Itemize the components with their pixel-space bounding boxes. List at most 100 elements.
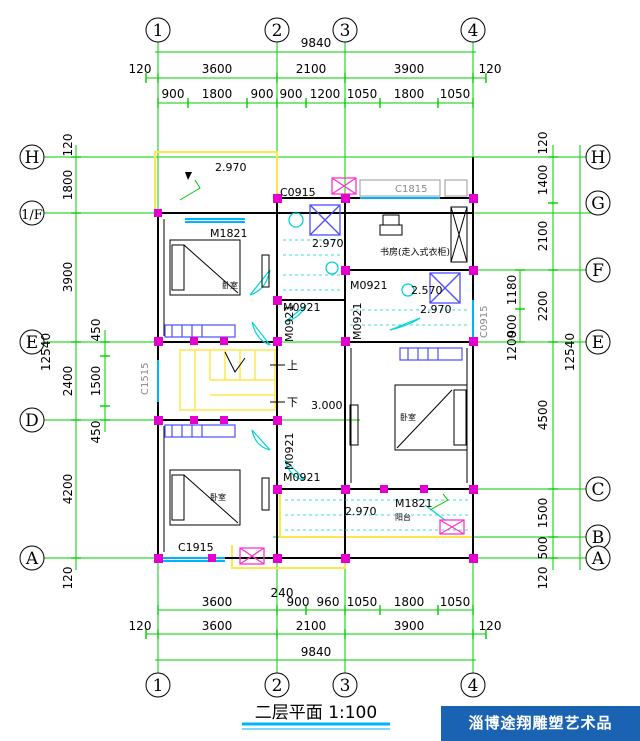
top-dimension-labels: 9840 120 3600 2100 3900 120 900 1800 900… (129, 36, 502, 101)
axis-bottom-3: 3 (340, 676, 351, 696)
bottom-r2-4: 120 (479, 619, 502, 633)
dimension-lines (75, 51, 581, 661)
top-r3-4: 1200 (310, 87, 341, 101)
axis-bottom-2: 2 (272, 676, 283, 696)
window-c1815: C1815 (395, 184, 427, 195)
window-labels: C0915 C1815 C1515 C1915 C0915 (140, 184, 490, 554)
walls (157, 157, 474, 559)
axis-bubbles-bottom: 1 2 3 4 (145, 672, 486, 698)
door-m0921-e: M0921 (351, 303, 364, 341)
axis-left-h: H (25, 148, 40, 168)
watermark-banner: 淄博途翔雕塑艺术品 (441, 706, 640, 741)
right-outer-7: 120 (536, 567, 550, 590)
left-dimension-labels: 120 1800 3900 2400 4200 120 450 1500 450… (39, 134, 103, 590)
axis-top-1: 1 (153, 21, 164, 41)
elev-balcony-bottom: 2.970 (345, 505, 377, 518)
window-c0915-top: C0915 (280, 186, 316, 199)
axis-left-a: A (25, 549, 39, 569)
right-inner-2: 1200 (505, 331, 519, 362)
axis-bottom-1: 1 (153, 676, 164, 696)
bottom-r3-1: 900 (287, 595, 310, 609)
top-r3-6: 1800 (394, 87, 425, 101)
stair-down: 下 (287, 396, 298, 409)
right-outer-2: 2100 (536, 221, 550, 252)
right-outer-1: 1400 (536, 165, 550, 196)
columns (154, 194, 478, 563)
left-outer-3: 2400 (61, 366, 75, 397)
left-inner-2: 450 (89, 421, 103, 444)
stair-arrows (224, 351, 285, 403)
label-bed-mid: 卧室 (400, 412, 416, 422)
window-frame (359, 179, 468, 197)
elev-bath-right2: 2.970 (420, 303, 452, 316)
bottom-r2-3: 3900 (394, 619, 425, 633)
door-m0921-a: M0921 (283, 301, 321, 314)
stair (179, 349, 276, 411)
right-inner-1: 900 (505, 315, 519, 338)
axis-bubbles-left: H 1/F E D A (19, 144, 45, 571)
top-r2-3: 3900 (394, 62, 425, 76)
axis-bottom-4: 4 (468, 676, 479, 696)
door-m0921-f: M0921 (283, 433, 296, 471)
window-c1915: C1915 (178, 541, 214, 554)
top-r3-1: 1800 (202, 87, 233, 101)
furniture (169, 206, 468, 526)
axis-left-d: D (25, 411, 39, 431)
left-total: 12540 (39, 333, 53, 371)
door-labels: M1821 M0921 M0921 M0921 M0921 M0921 M092… (210, 227, 433, 510)
axis-bubbles-top: 1 2 3 4 (145, 17, 486, 43)
bottom-r2-1: 3600 (202, 619, 233, 633)
slope-arrows (179, 179, 449, 511)
bottom-r3-3: 1050 (347, 595, 378, 609)
elev-stair: 3.000 (311, 399, 343, 412)
bottom-r3-5: 1050 (440, 595, 471, 609)
axis-right-c: C (591, 480, 604, 500)
top-total: 9840 (301, 36, 332, 50)
wardrobes (164, 324, 463, 438)
door-m1821-bottom: M1821 (395, 497, 433, 510)
left-outer-2: 3900 (61, 262, 75, 293)
right-outer-3: 2200 (536, 291, 550, 322)
axis-left-1f: 1/F (21, 208, 43, 223)
left-outer-5: 120 (61, 567, 75, 590)
bottom-r3-0: 3600 (202, 595, 233, 609)
window-c1515: C1515 (140, 363, 151, 395)
axis-right-a: A (591, 549, 605, 569)
label-bed-bottom: 卧室 (210, 492, 226, 502)
room-labels: 2.970 2.970 2.570 2.970 3.000 2.970 书房(走… (210, 161, 452, 522)
axis-right-e: E (592, 333, 604, 353)
floor-hatch (283, 239, 470, 531)
label-study: 书房(走入式衣柜) (380, 246, 450, 258)
left-inner-0: 450 (89, 319, 103, 342)
right-dimension-labels: 120 1400 2100 2200 4500 1500 500 120 118… (505, 132, 577, 590)
stair-up: 上 (287, 359, 298, 372)
axis-right-h: H (591, 148, 606, 168)
right-outer-6: 500 (536, 537, 550, 560)
right-total: 12540 (563, 333, 577, 371)
left-outer-1: 1800 (61, 170, 75, 201)
bath-fixtures (239, 177, 465, 565)
label-bed-top: 卧室 (222, 280, 238, 290)
bottom-r2-2: 2100 (296, 619, 327, 633)
axis-left-e: E (26, 333, 38, 353)
door-m0921-d: M0921 (283, 305, 296, 343)
axis-top-3: 3 (340, 21, 351, 41)
bottom-r3-2: 960 (317, 595, 340, 609)
elev-balcony-top: 2.970 (215, 161, 247, 174)
left-inner-1: 1500 (89, 366, 103, 397)
right-outer-5: 1500 (536, 498, 550, 529)
window-c0915-right: C0915 (479, 306, 490, 338)
bottom-total: 9840 (301, 645, 332, 659)
thin-walls (163, 219, 468, 552)
right-outer-4: 4500 (536, 400, 550, 431)
top-r3-5: 1050 (347, 87, 378, 101)
top-r2-1: 3600 (202, 62, 233, 76)
axis-right-f: F (592, 261, 604, 281)
door-swings (249, 269, 446, 521)
door-m0921-b: M0921 (350, 279, 388, 292)
slope-marker (185, 172, 192, 180)
top-r3-7: 1050 (440, 87, 471, 101)
elev-bath-right: 2.570 (411, 284, 443, 297)
right-outer-0: 120 (536, 132, 550, 155)
